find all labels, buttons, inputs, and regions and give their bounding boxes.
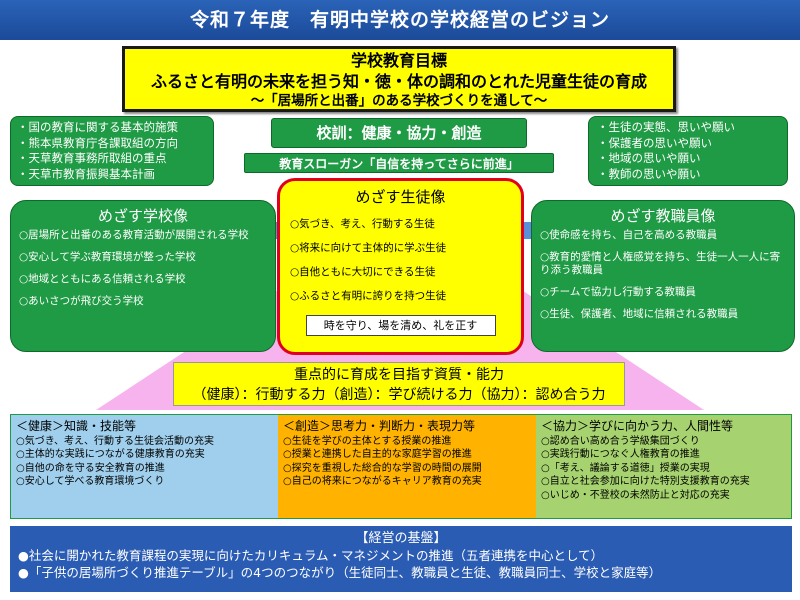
school-motto: 校訓：健康・協力・創造 xyxy=(271,118,527,148)
wish-item: ・地域の思いや願い xyxy=(597,151,701,165)
ideal-school-item: ○安心して学ぶ教育環境が整った学校 xyxy=(19,251,196,263)
school-rule-box: 時を守り、場を清め、礼を正す xyxy=(305,315,496,336)
policy-item: ・天草市教育振興基本計画 xyxy=(17,166,155,181)
focus-columns: ＜健康＞知識・技能等 ○気づき、考え、行動する生徒会活動の充実 ○主体的な実践に… xyxy=(10,414,792,519)
ideal-school-title: めざす学校像 xyxy=(97,207,188,225)
ideal-teacher-item: ○使命感を持ち、自己を高める教職員 xyxy=(540,229,718,241)
ideal-teacher-box: めざす教職員像 ○使命感を持ち、自己を高める教職員 ○教育的愛情と人権感覚を持ち… xyxy=(531,200,795,352)
wish-item: ・保護者の思いや願い xyxy=(597,135,712,150)
health-column-title: ＜健康＞知識・技能等 xyxy=(16,419,137,433)
ideal-student-item: ○将来に向けて主体的に学ぶ生徒 xyxy=(290,242,447,254)
foundation-item: ●「子供の居場所づくり推進テーブル」の4つのつながり（生徒同士、教職員と生徒、教… xyxy=(18,565,662,580)
cooperation-item: ○自立と社会参加に向けた特別支援教育の充実 xyxy=(541,476,750,488)
ideal-school-item: ○居場所と出番のある教育活動が展開される学校 xyxy=(19,229,249,241)
foundation-item: ●社会に開かれた教育課程の実現に向けたカリキュラム・マネジメントの推進（五者連携… xyxy=(18,548,604,563)
cooperation-item: ○いじめ・不登校の未然防止と対応の充実 xyxy=(541,489,730,501)
policy-item: ・熊本県教育庁各課取組の方向 xyxy=(17,135,178,150)
ideal-student-box: めざす生徒像 ○気づき、考え、行動する生徒 ○将来に向けて主体的に学ぶ生徒 ○自… xyxy=(277,178,524,355)
wish-item: ・教師の思いや願い xyxy=(597,166,701,181)
health-item: ○気づき、考え、行動する生徒会活動の充実 xyxy=(16,436,215,447)
key-abilities-line: （健康）：行動する力（創造）：学び続ける力（協力）：認め合う力 xyxy=(192,387,606,403)
cooperation-item: ○実践行動につなぐ人権教育の推進 xyxy=(541,449,700,461)
key-abilities-box: 重点的に育成を目指す資質・能力 （健康）：行動する力（創造）：学び続ける力（協力… xyxy=(173,362,625,406)
education-slogan: 教育スローガン「自信を持ってさらに前進」 xyxy=(244,153,554,173)
creation-item: ○探究を重視した総合的な学習の時間の展開 xyxy=(283,462,482,474)
ideal-school-item: ○あいさつが飛び交う学校 xyxy=(19,295,144,307)
creation-item: ○自己の将来につながるキャリア教育の充実 xyxy=(283,476,482,488)
ideal-school-item: ○地域とともにある信頼される学校 xyxy=(19,273,186,285)
policy-item: ・国の教育に関する基本的施策 xyxy=(17,120,178,134)
cooperation-item: ○認め合い高め合う学級集団づくり xyxy=(541,436,700,447)
ideal-student-item: ○自他ともに大切にできる生徒 xyxy=(290,266,436,278)
ideal-school-box: めざす学校像 ○居場所と出番のある教育活動が展開される学校 ○安心して学ぶ教育環… xyxy=(10,200,276,352)
policy-list: ・国の教育に関する基本的施策 ・熊本県教育庁各課取組の方向 ・天草教育事務所取組… xyxy=(10,116,214,186)
school-goal-sub: ～「居場所と出番」のある学校づくりを通して～ xyxy=(250,93,548,109)
cooperation-item: ○「考え、議論する道徳」授業の実現 xyxy=(541,462,710,474)
cooperation-column: ＜協力＞学びに向かう力、人間性等 ○認め合い高め合う学級集団づくり ○実践行動に… xyxy=(536,415,791,518)
school-goal-box: 学校教育目標 ふるさと有明の未来を担う知・徳・体の調和のとれた児童生徒の育成 ～… xyxy=(122,46,676,112)
ideal-teacher-item: ○生徒、保護者、地域に信頼される教職員 xyxy=(540,308,739,320)
school-goal-heading: 学校教育目標 xyxy=(350,51,447,70)
health-item: ○安心して学べる教育環境づくり xyxy=(16,476,165,488)
cooperation-column-title: ＜協力＞学びに向かう力、人間性等 xyxy=(541,419,734,433)
wishes-list: ・生徒の実態、思いや願い ・保護者の思いや願い ・地域の思いや願い ・教師の思い… xyxy=(588,116,788,186)
ideal-teacher-title: めざす教職員像 xyxy=(610,207,716,225)
school-goal-main: ふるさと有明の未来を担う知・徳・体の調和のとれた児童生徒の育成 xyxy=(150,72,647,91)
health-item: ○主体的な実践につながる健康教育の充実 xyxy=(16,449,205,461)
ideal-student-item: ○気づき、考え、行動する生徒 xyxy=(290,218,435,230)
key-abilities-title: 重点的に育成を目指す資質・能力 xyxy=(294,367,504,383)
foundation-title: 【経営の基盤】 xyxy=(355,531,447,546)
health-item: ○自他の命を守る安全教育の推進 xyxy=(16,462,165,474)
health-column: ＜健康＞知識・技能等 ○気づき、考え、行動する生徒会活動の充実 ○主体的な実践に… xyxy=(11,415,278,518)
creation-column: ＜創造＞思考力・判断力・表現力等 ○生徒を学びの主体とする授業の推進 ○授業と連… xyxy=(278,415,536,518)
ideal-teacher-item: ○教育的愛情と人権感覚を持ち、生徒一人一人に寄り添う教職員 xyxy=(540,251,781,276)
policy-item: ・天草教育事務所取組の重点 xyxy=(17,151,167,165)
ideal-teacher-item: ○チームで協力し行動する教職員 xyxy=(540,286,696,298)
creation-item: ○生徒を学びの主体とする授業の推進 xyxy=(283,436,452,447)
creation-column-title: ＜創造＞思考力・判断力・表現力等 xyxy=(283,419,476,433)
creation-item: ○授業と連携した自主的な家庭学習の推進 xyxy=(283,449,472,461)
page-title-banner: 令和７年度 有明中学校の学校経営のビジョン xyxy=(0,0,800,40)
ideal-student-title: めざす生徒像 xyxy=(355,188,446,206)
management-foundation-box: 【経営の基盤】 ●社会に開かれた教育課程の実現に向けたカリキュラム・マネジメント… xyxy=(10,526,792,592)
ideal-student-item: ○ふるさと有明に誇りを持つ生徒 xyxy=(290,290,447,302)
wish-item: ・生徒の実態、思いや願い xyxy=(597,120,735,134)
